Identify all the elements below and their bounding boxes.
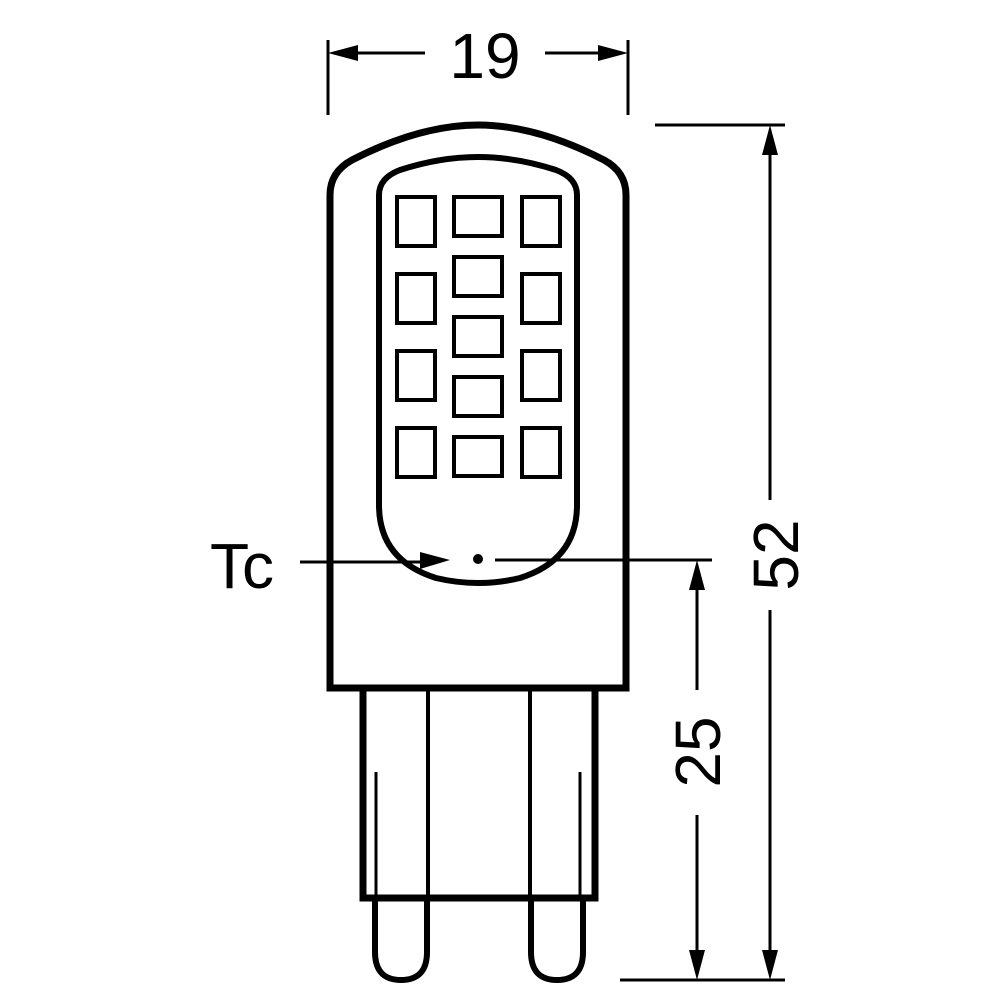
led-chip [520, 426, 562, 479]
led-chip [452, 195, 504, 238]
led-chip [452, 315, 504, 358]
height-label: 52 [740, 519, 812, 590]
led-chip [452, 435, 504, 478]
width-dimension [326, 40, 630, 115]
led-chip [452, 255, 504, 298]
tc-height-label: 25 [662, 716, 734, 787]
tc-label: Tc [210, 530, 274, 602]
led-window [376, 153, 580, 586]
led-chip [395, 272, 437, 325]
tc-point [473, 554, 483, 564]
led-chip [395, 349, 437, 402]
led-chip [520, 195, 562, 248]
tc-height-dimension [689, 560, 705, 980]
height-dimension [620, 123, 785, 982]
lamp-body [326, 121, 630, 692]
led-chip [520, 349, 562, 402]
led-chip [520, 272, 562, 325]
width-label: 19 [449, 20, 520, 92]
led-chip [395, 426, 437, 479]
led-chip [395, 195, 437, 248]
led-chip [452, 375, 504, 418]
led-grid [395, 195, 562, 479]
pins [359, 684, 599, 984]
tc-arrowhead [420, 552, 450, 569]
